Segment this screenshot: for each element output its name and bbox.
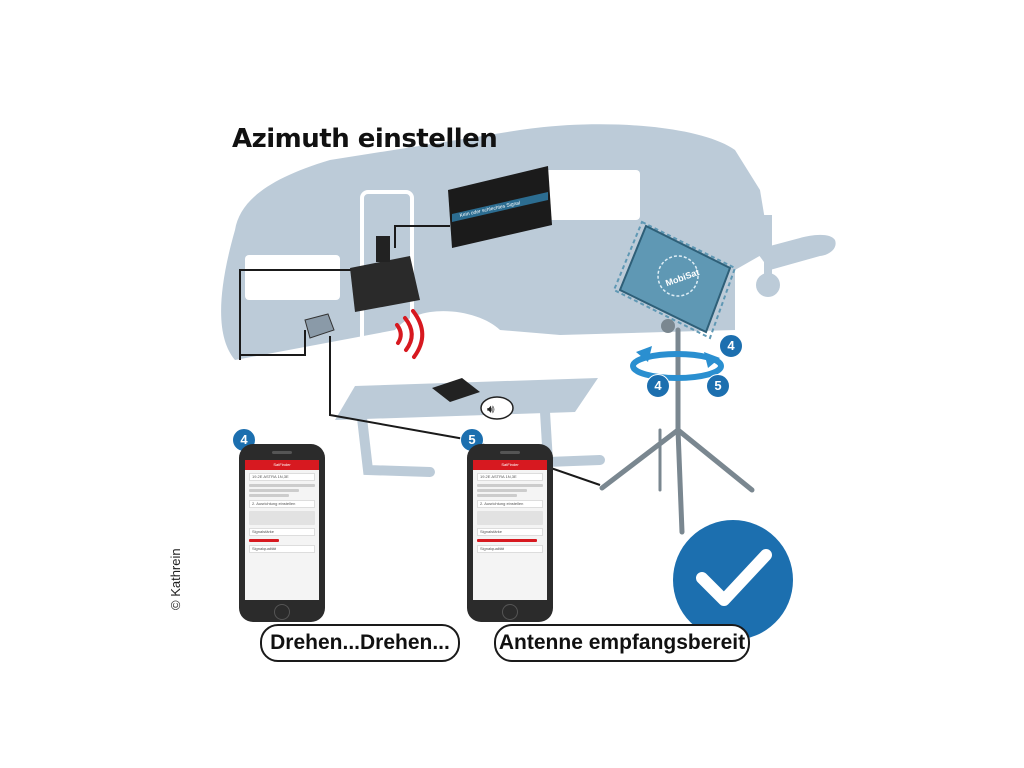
app-title-bar: SatFinder [245, 460, 319, 470]
signal-quality-label: Signalqualität [249, 545, 315, 553]
flat-antenna: MobiSat [612, 220, 737, 340]
rotation-arrow [630, 351, 724, 381]
caption-bubble-right: Antenne empfangsbereit [494, 624, 750, 662]
step-label: 2. Ausrichtung einstellen [249, 500, 315, 508]
caravan-window-left [245, 255, 340, 300]
lnb-box [304, 313, 335, 339]
rotation-badge-5: 5 [706, 374, 730, 398]
signal-strength-bar [477, 539, 537, 542]
checkmark-icon [696, 549, 772, 606]
signal-strength-bar [249, 539, 279, 542]
info-line [477, 484, 543, 487]
rotation-badge-4-right: 4 [719, 334, 743, 358]
tv-message-bar [452, 192, 548, 222]
phone-left-screen: SatFinder 19.2E ASTRA 1N,3E 2. Ausrichtu… [245, 460, 319, 600]
phone-on-table [432, 378, 480, 402]
tripod [599, 327, 755, 535]
phone-home-button [502, 604, 518, 620]
wifi-signal-icon [395, 309, 425, 359]
phone-speaker [272, 451, 292, 454]
diagram-title: Azimuth einstellen [232, 124, 498, 154]
info-line [249, 494, 289, 497]
cable-coax [239, 225, 601, 486]
jockey-stand [764, 215, 772, 275]
rotation-badge-4-left: 4 [646, 374, 670, 398]
satellite-select: 19.2E ASTRA 1N,3E [249, 473, 315, 481]
signal-strength-label: Signalstärke [477, 528, 543, 536]
receiver-box [350, 256, 420, 312]
dish-graphic [249, 511, 315, 525]
info-line [249, 489, 299, 492]
step-label: 2. Ausrichtung einstellen [477, 500, 543, 508]
signal-strength-label: Signalstärke [249, 528, 315, 536]
speaker-bubble: 🔊︎ [480, 396, 514, 420]
phone-right-screen: SatFinder 19.2E ASTRA 1N,3E 2. Ausrichtu… [473, 460, 547, 600]
phone-left: SatFinder 19.2E ASTRA 1N,3E 2. Ausrichtu… [239, 444, 325, 622]
rotation-arrowhead-right [704, 352, 720, 368]
satellite-select: 19.2E ASTRA 1N,3E [477, 473, 543, 481]
caravan-hitch [755, 234, 836, 270]
jockey-wheel [756, 273, 780, 297]
caravan-body [221, 124, 770, 360]
checkmark-badge [673, 520, 793, 640]
dish-graphic [477, 511, 543, 525]
info-line [477, 494, 517, 497]
table-top [335, 378, 598, 420]
rotation-arrowhead-left [636, 346, 652, 362]
wheel-arch [430, 320, 500, 350]
receiver-antenna [376, 236, 390, 262]
caravan-window-right [545, 170, 640, 220]
phone-home-button [274, 604, 290, 620]
phone-right: SatFinder 19.2E ASTRA 1N,3E 2. Ausrichtu… [467, 444, 553, 622]
info-line [477, 489, 527, 492]
caption-bubble-left: Drehen...Drehen... [260, 624, 460, 662]
info-line [249, 484, 315, 487]
app-title-bar: SatFinder [473, 460, 547, 470]
speaker-icon: 🔊︎ [487, 402, 495, 416]
signal-quality-label: Signalqualität [477, 545, 543, 553]
phone-speaker [500, 451, 520, 454]
copyright-notice: © Kathrein [168, 548, 183, 610]
